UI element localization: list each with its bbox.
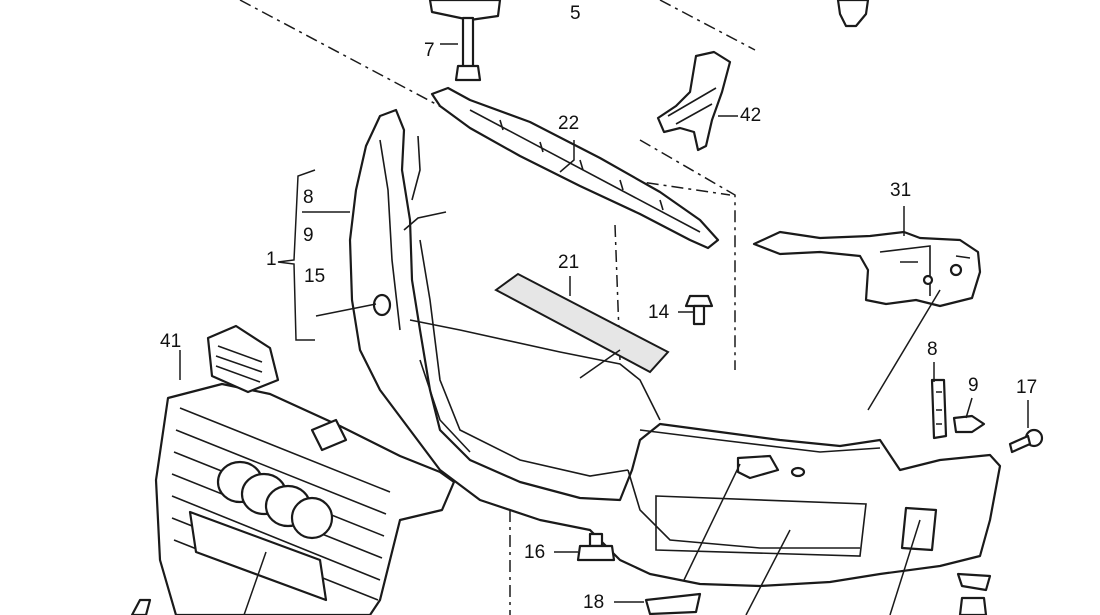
callout-part-41: 41 (160, 331, 182, 352)
part-42-bracket (656, 50, 732, 152)
callout-part-42: 42 (740, 105, 762, 126)
part-5-bracket (428, 0, 502, 22)
assembly-dash-lines (239, 0, 756, 615)
part-9-clip-right (952, 414, 986, 434)
group-bracket-left (277, 169, 316, 341)
callout-part-22: 22 (558, 113, 580, 134)
callout-part-14: 14 (648, 302, 670, 323)
callout-part-7: 7 (424, 40, 435, 61)
part-21-pad (494, 272, 670, 374)
lower-left-fragment (130, 598, 152, 615)
callout-part-17: 17 (1016, 377, 1038, 398)
callout-part-31: 31 (890, 180, 912, 201)
part-8-clip-right (930, 378, 948, 440)
part-7-bolt (454, 16, 482, 82)
callout-part-5: 5 (570, 3, 581, 24)
part-18-cap (644, 592, 702, 615)
callout-part-21: 21 (558, 252, 580, 273)
part-22-strip (430, 86, 720, 250)
part-16-fastener (576, 532, 616, 562)
top-right-clip (836, 0, 870, 28)
callout-part-8-left: 8 (303, 187, 314, 208)
callout-leaders (179, 43, 1029, 615)
callout-part-8-right: 8 (927, 339, 938, 360)
part-14-screw (684, 294, 714, 326)
callout-part-15: 15 (304, 266, 326, 287)
lower-right-clips (956, 572, 992, 615)
bumper-cover (348, 108, 1002, 588)
part-31-side-bracket (752, 230, 982, 308)
callout-part-1: 1 (266, 249, 277, 270)
callout-part-16: 16 (524, 542, 546, 563)
callout-part-9-left: 9 (303, 225, 314, 246)
callout-part-9-right: 9 (968, 375, 979, 396)
part-41-grille (154, 324, 456, 615)
callout-part-18: 18 (583, 592, 605, 613)
part-17-screw (1008, 428, 1044, 454)
